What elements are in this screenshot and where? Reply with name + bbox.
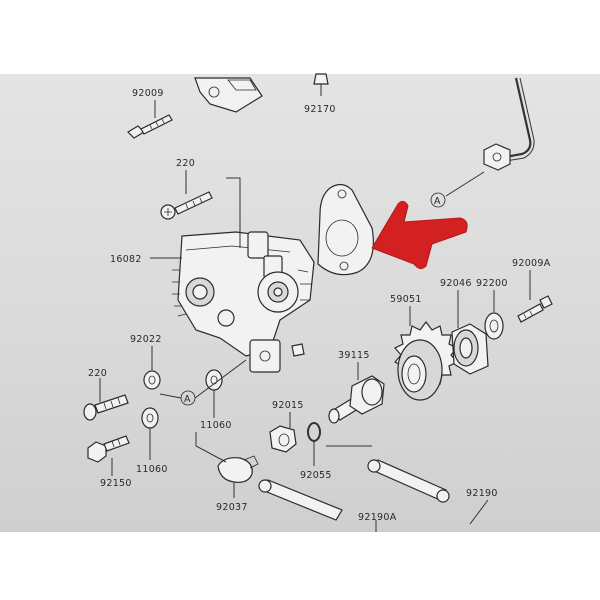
- bolt-220-mid: [83, 378, 129, 421]
- label-11060-a: 11060: [200, 420, 232, 431]
- ref-circle-a1: [430, 192, 446, 208]
- label-220-top: 220: [176, 158, 195, 169]
- pump-body-16082: [150, 231, 315, 373]
- washer-11060-b: [205, 369, 223, 418]
- washer-11060-a: [141, 407, 159, 460]
- label-92190A: 92190A: [358, 512, 397, 523]
- label-92037: 92037: [216, 502, 248, 513]
- bolt-92009A: [517, 270, 553, 323]
- shaft-39115: [328, 362, 385, 424]
- oil-pipe: [445, 77, 535, 197]
- ref-a2-line: [159, 393, 182, 399]
- label-92009-top: 92009: [132, 88, 164, 99]
- gear-59051: [394, 306, 458, 401]
- clamp-92037: [195, 432, 259, 498]
- label-59051: 59051: [390, 294, 422, 305]
- fitting-92170: [313, 73, 329, 96]
- label-11060-b: 11060: [136, 464, 168, 475]
- label-92190: 92190: [466, 488, 498, 499]
- label-92009A: 92009A: [512, 258, 551, 269]
- label-92055: 92055: [300, 470, 332, 481]
- upper-bracket: [194, 77, 263, 113]
- label-39115: 39115: [338, 350, 370, 361]
- highlight-arrow: [371, 200, 468, 270]
- label-220-mid: 220: [88, 368, 107, 379]
- o-ring-92055: [307, 422, 321, 466]
- leader-220-top: [226, 177, 241, 248]
- pin-92190A: [258, 479, 377, 532]
- washer-92022: [143, 346, 161, 390]
- ref-a2-line-2: [194, 359, 247, 399]
- nut-92015: [269, 412, 297, 453]
- bolt-92009-top: [127, 100, 173, 139]
- ref-label-a1: A: [434, 196, 441, 207]
- label-92150: 92150: [100, 478, 132, 489]
- label-92022: 92022: [130, 334, 162, 345]
- gasket: [317, 183, 374, 276]
- bearing-92046: [451, 290, 489, 375]
- bolt-220-top: [160, 170, 213, 220]
- ref-label-a2: A: [184, 394, 191, 405]
- label-92015: 92015: [272, 400, 304, 411]
- label-92200: 92200: [476, 278, 508, 289]
- label-92046: 92046: [440, 278, 472, 289]
- pin-92190: [367, 459, 489, 525]
- label-92170: 92170: [304, 104, 336, 115]
- label-16082: 16082: [110, 254, 142, 265]
- bolt-92150: [87, 435, 130, 476]
- washer-92200: [484, 290, 504, 340]
